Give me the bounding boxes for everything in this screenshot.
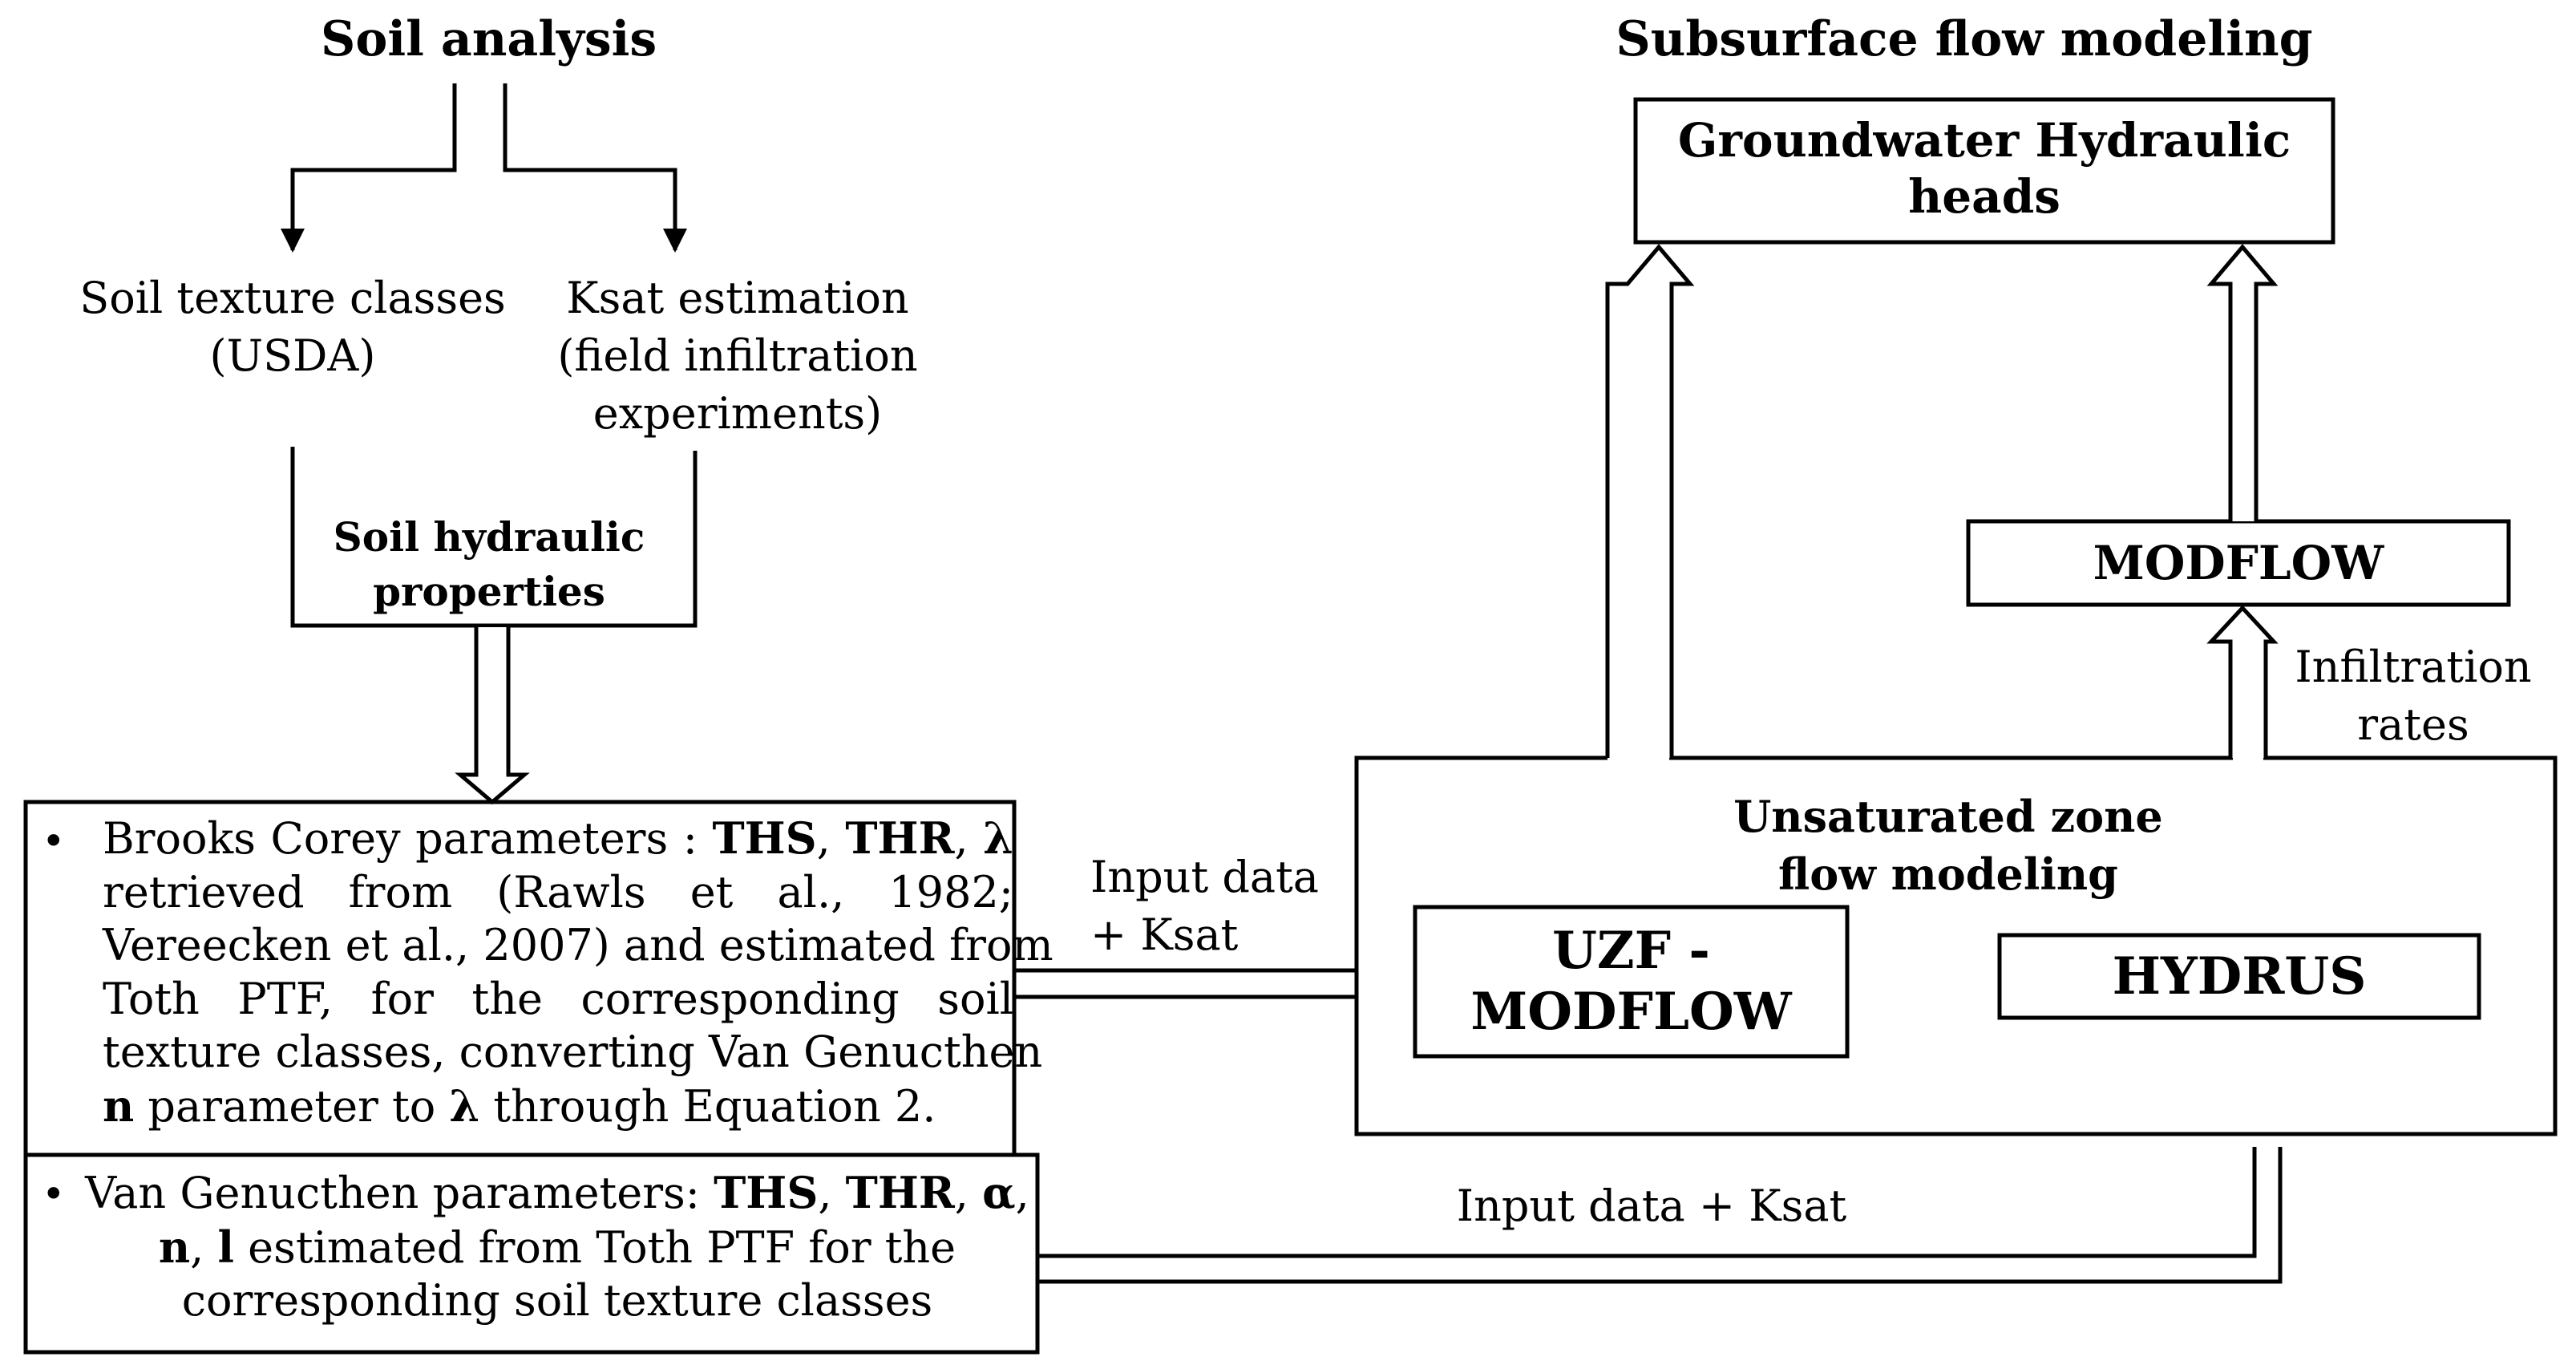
vg-line-3: corresponding soil texture classes bbox=[181, 1275, 933, 1326]
uzf-line-1: UZF - bbox=[1552, 921, 1710, 981]
bullet-brooks-corey: • bbox=[42, 818, 66, 865]
bc-line-4: Toth PTF, for the corresponding soil bbox=[103, 973, 1013, 1024]
modflow-label: MODFLOW bbox=[2093, 536, 2384, 590]
infiltration-line-2: rates bbox=[2357, 699, 2469, 750]
input-data-ksat-upper: Input data + Ksat bbox=[1090, 849, 1319, 964]
arrow-to-texture bbox=[281, 83, 457, 253]
input-data-ksat-lower: Input data + Ksat bbox=[1456, 1181, 1847, 1231]
unsat-outline bbox=[1354, 755, 2558, 1136]
bc-line-6: n parameter to λ through Equation 2. bbox=[103, 1079, 936, 1132]
van-genuchten-box bbox=[23, 1152, 1040, 1355]
bc-line-5: texture classes, converting Van Genucthe… bbox=[103, 1027, 1043, 1077]
input-upper-line-1: Input data bbox=[1090, 852, 1319, 902]
texture-line-1: Soil texture classes bbox=[79, 273, 506, 323]
uzf-line-2: MODFLOW bbox=[1470, 982, 1792, 1042]
bc-line-2: retrieved from (Rawls et al., 1982; bbox=[103, 866, 1013, 917]
ksat-line-2: (field infiltration bbox=[557, 330, 918, 381]
uzf-box bbox=[1413, 905, 1850, 1059]
unsat-line-1: Unsaturated zone bbox=[1733, 791, 2163, 842]
unsaturated-zone-label: Unsaturated zone flow modeling bbox=[1652, 788, 2245, 903]
unsat-line-2: flow modeling bbox=[1778, 849, 2118, 900]
uzf-modflow-label: UZF - MODFLOW bbox=[1415, 921, 1847, 1043]
input-upper-line-2: + Ksat bbox=[1090, 909, 1239, 960]
soil-analysis-title: Soil analysis bbox=[321, 11, 657, 67]
hydrus-box bbox=[1997, 933, 2481, 1020]
hollow-arrow-hydraulic-down bbox=[455, 627, 530, 805]
hollow-arrow-unsat-to-gw bbox=[1605, 244, 1695, 758]
hydraulic-line-2: properties bbox=[373, 568, 605, 615]
bc-line-1: Brooks Corey parameters : THS, THR, λ bbox=[103, 812, 1014, 864]
gw-line-1: Groundwater Hydraulic bbox=[1677, 113, 2291, 168]
arrow-to-ksat bbox=[503, 83, 687, 253]
van-genuchten-text: Van Genucthen parameters: THS, THR, α, n… bbox=[80, 1166, 1034, 1328]
groundwater-hydraulic-heads-label: Groundwater Hydraulic heads bbox=[1636, 112, 2333, 225]
texture-line-2: (USDA) bbox=[209, 330, 376, 381]
subsurface-flow-title: Subsurface flow modeling bbox=[1616, 11, 2313, 67]
hollow-arrow-modflow-to-gw bbox=[2206, 244, 2279, 521]
hydrus-label: HYDRUS bbox=[2112, 946, 2367, 1007]
bullet-van-genuchten: • bbox=[42, 1171, 66, 1217]
bc-line-3: Vereecken et al., 2007) and estimated fr… bbox=[103, 920, 1053, 970]
soil-hydraulic-properties-label: Soil hydraulic properties bbox=[305, 510, 673, 619]
hydraulic-bracket bbox=[290, 447, 698, 628]
vg-line-1: Van Genucthen parameters: THS, THR, α, bbox=[85, 1167, 1029, 1218]
hydraulic-line-1: Soil hydraulic bbox=[333, 513, 645, 561]
ksat-estimation-label: Ksat estimation (field infiltration expe… bbox=[529, 269, 946, 443]
vg-line-2: n, l estimated from Toth PTF for the bbox=[158, 1221, 956, 1273]
groundwater-box bbox=[1633, 97, 2335, 245]
gw-line-2: heads bbox=[1908, 169, 2060, 224]
hollow-arrow-unsat-to-modflow bbox=[2206, 605, 2279, 758]
brooks-corey-text: Brooks Corey parameters : THS, THR, λ re… bbox=[103, 812, 1053, 1133]
ksat-line-3: experiments) bbox=[592, 388, 883, 439]
input-line-lower-b bbox=[1037, 1147, 2283, 1284]
soil-texture-label: Soil texture classes (USDA) bbox=[48, 269, 537, 385]
input-line-lower-a bbox=[1037, 1147, 2257, 1258]
infiltration-rates-label: Infiltration rates bbox=[2293, 638, 2534, 754]
ksat-line-1: Ksat estimation bbox=[566, 273, 909, 323]
infiltration-line-1: Infiltration bbox=[2295, 642, 2532, 692]
